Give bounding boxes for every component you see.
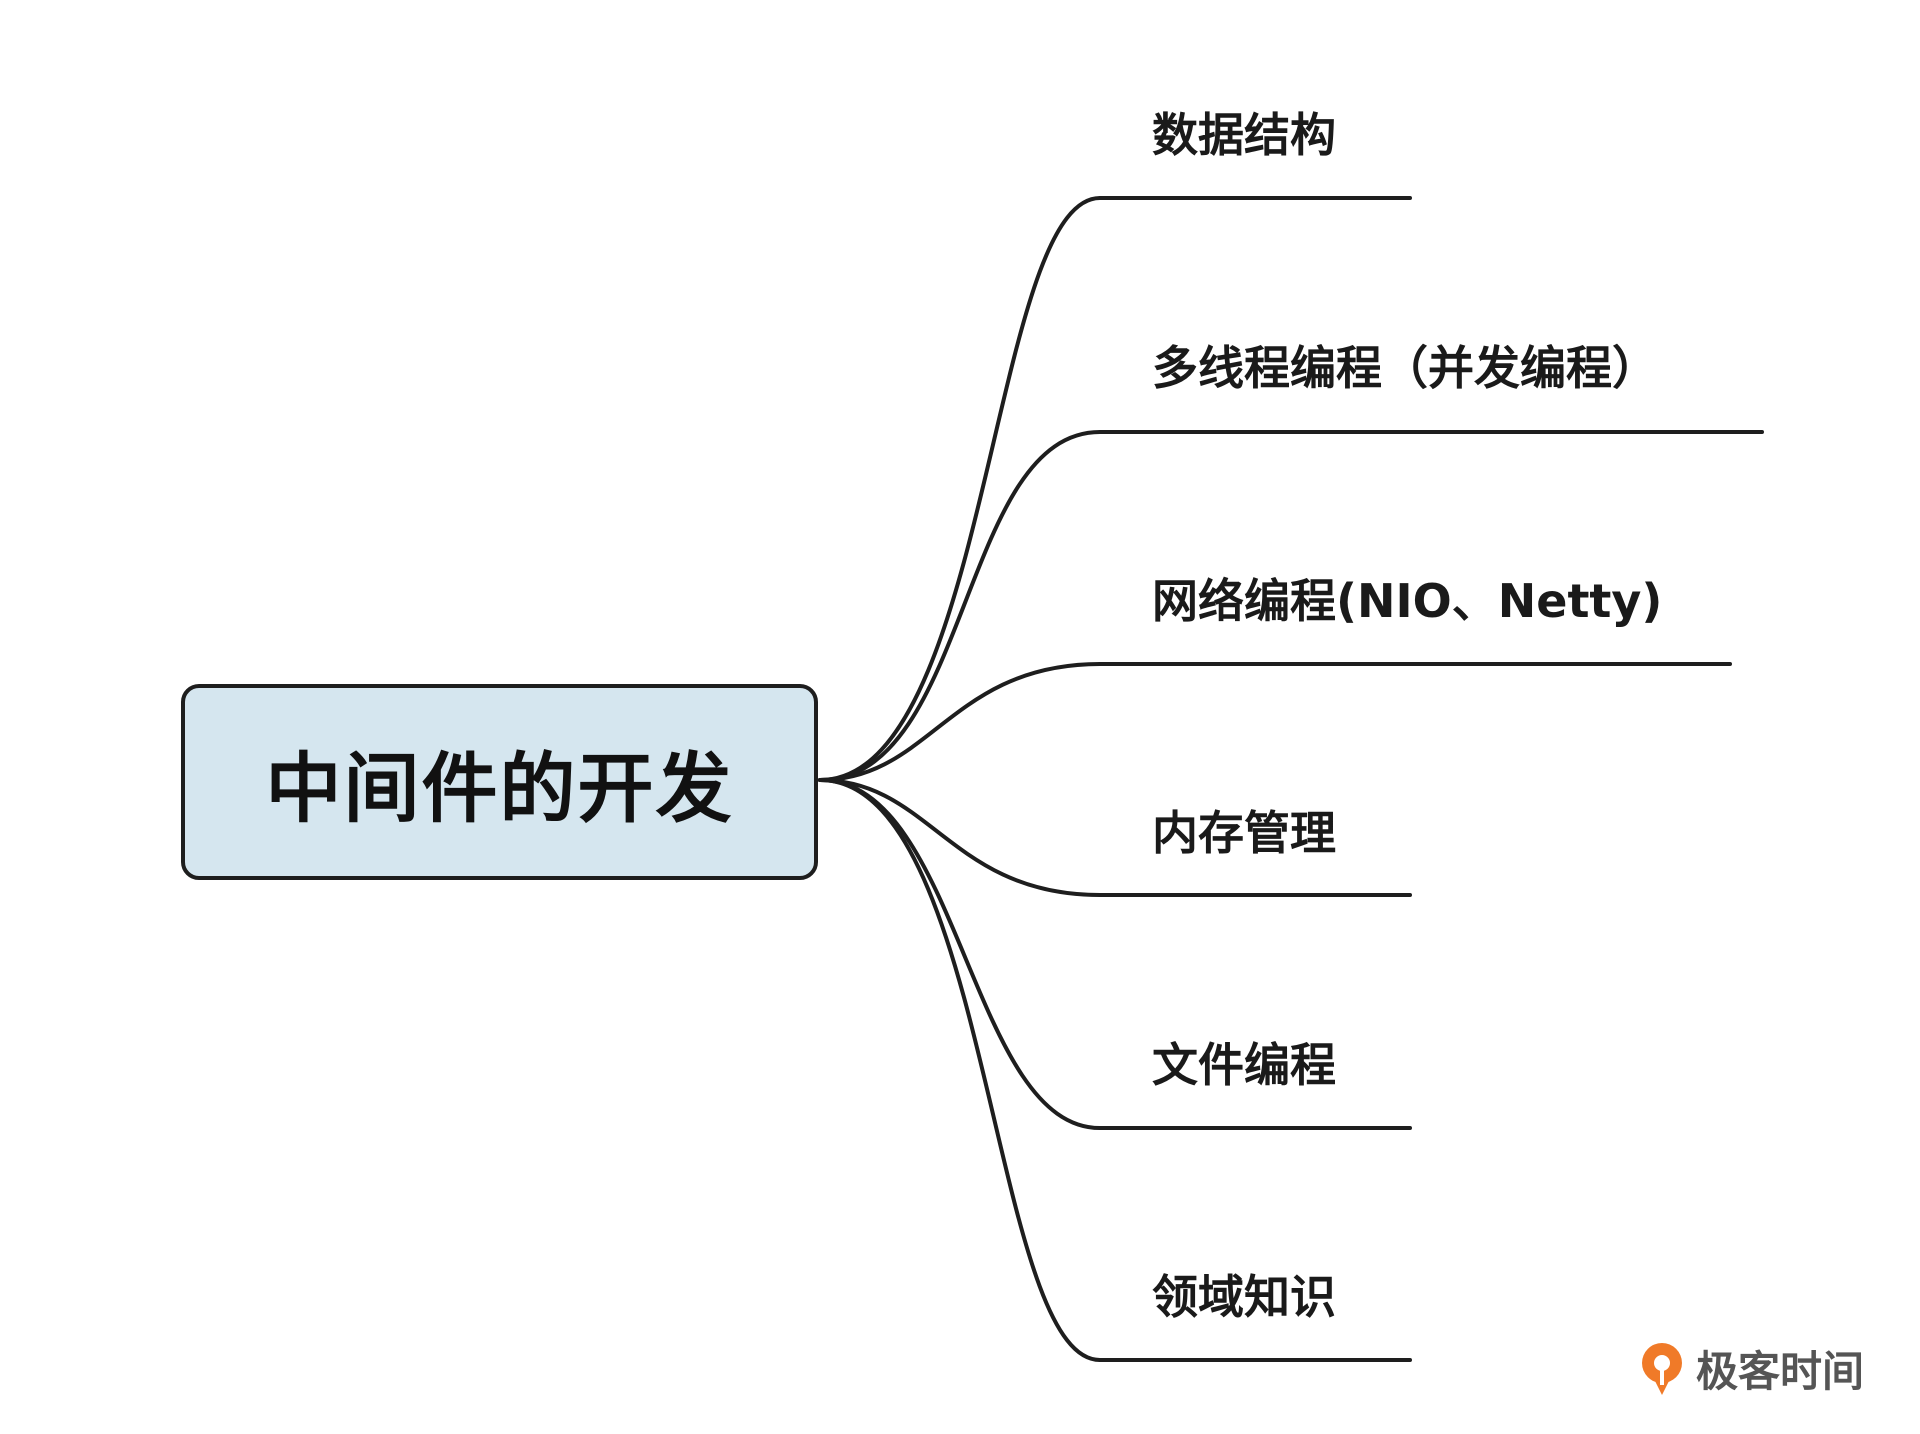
- connector-branch-6: [818, 778, 1102, 1362]
- geektime-logo: 极客时间: [1636, 1338, 1864, 1398]
- branch-label-file: 文件编程: [1152, 1038, 1336, 1092]
- connector-branch-3: [818, 662, 1102, 782]
- connector-branch-5: [818, 778, 1102, 1130]
- connector-branch-2: [818, 430, 1102, 782]
- connector-branch-1: [818, 196, 1102, 782]
- connector-branch-4: [818, 778, 1102, 897]
- root-node-label: 中间件的开发: [265, 744, 734, 833]
- branch-label-networking: 网络编程(NIO、Netty): [1152, 574, 1663, 628]
- root-node: 中间件的开发: [181, 684, 818, 880]
- logo-text: 极客时间: [1696, 1346, 1865, 1396]
- branch-label-memory: 内存管理: [1152, 806, 1336, 860]
- geektime-logo-icon: [1642, 1343, 1682, 1395]
- branch-label-data-structures: 数据结构: [1152, 108, 1336, 162]
- branch-label-concurrency: 多线程编程（并发编程）: [1152, 341, 1658, 395]
- branch-label-domain: 领域知识: [1152, 1270, 1336, 1324]
